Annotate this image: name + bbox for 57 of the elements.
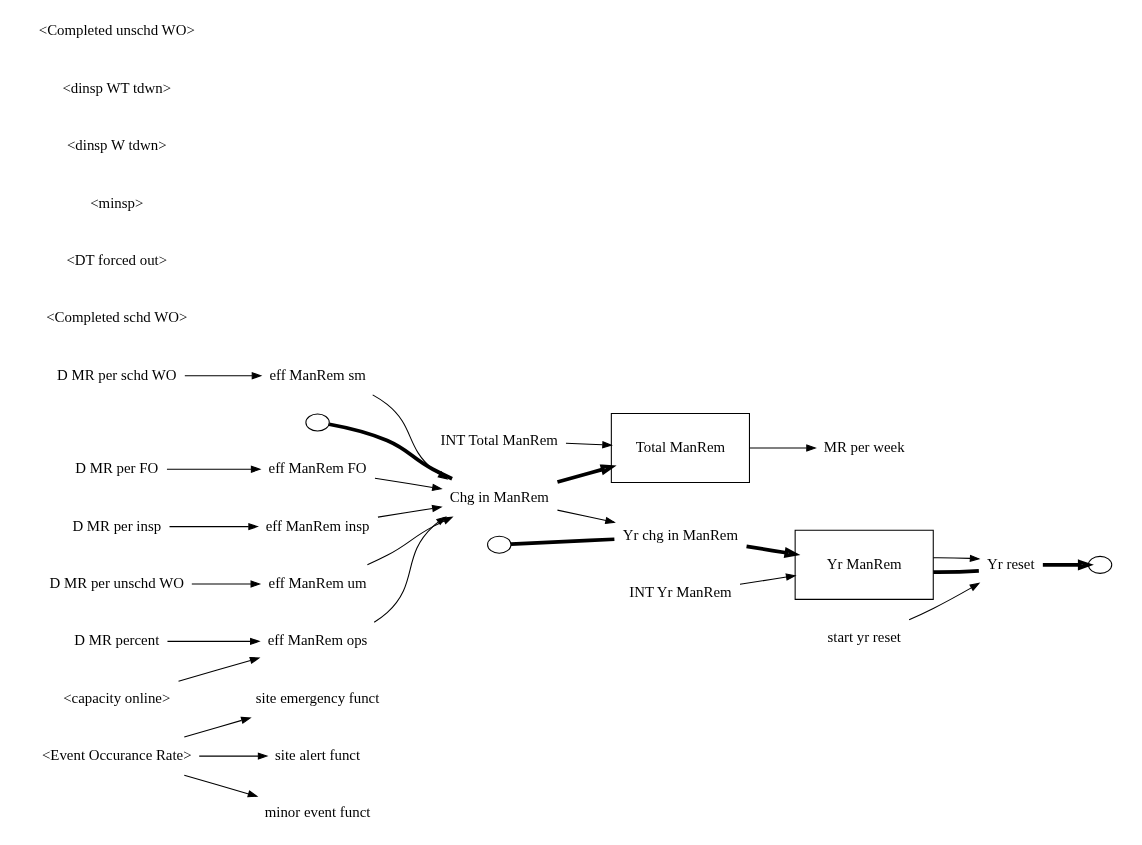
node-cloud <box>1087 555 1112 574</box>
node-text: D MR per insp <box>71 517 161 534</box>
node-text: <Event Occurance Rate> <box>41 747 192 764</box>
node-box: Total ManRem <box>610 412 750 484</box>
arrow <box>198 752 268 760</box>
node-text: start yr reset <box>826 629 901 646</box>
arrow <box>738 573 797 585</box>
arrow <box>556 509 616 525</box>
node-text: minor event funct <box>264 804 370 821</box>
arrow <box>745 544 800 558</box>
node-text: <capacity online> <box>62 689 170 706</box>
node-text: D MR per FO <box>74 460 158 477</box>
arrow <box>183 774 258 798</box>
arrow <box>183 372 262 380</box>
node-text: <Completed schd WO> <box>45 309 187 326</box>
node-text: <dinsp WT tdwn> <box>61 79 171 96</box>
node-text: D MR percent <box>73 632 159 649</box>
node-text: <DT forced out> <box>65 251 167 268</box>
arrow <box>908 582 980 621</box>
node-cloud <box>486 535 511 554</box>
arrow <box>376 504 443 518</box>
node-text: Yr chg in ManRem <box>622 527 738 544</box>
node-text: INT Total ManRem <box>440 431 558 448</box>
node-text: eff ManRem sm <box>268 366 366 383</box>
node-text: site emergency funct <box>255 689 379 706</box>
connector <box>932 569 979 574</box>
arrow <box>190 580 261 588</box>
node-text: Chg in ManRem <box>449 488 549 505</box>
arrow <box>556 464 617 484</box>
arrow <box>168 522 259 531</box>
node-cloud <box>304 413 330 432</box>
arrow <box>748 444 817 452</box>
node-box: Yr ManRem <box>794 529 934 600</box>
arrow <box>166 637 261 646</box>
node-text: D MR per unschd WO <box>49 574 184 591</box>
node-text: <dinsp W tdwn> <box>66 137 167 154</box>
arrow <box>366 516 454 566</box>
node-text: INT Yr ManRem <box>628 584 732 601</box>
node-text: D MR per schd WO <box>56 366 176 383</box>
arrow <box>165 465 261 473</box>
node-text: MR per week <box>823 438 905 455</box>
node-text: <minsp> <box>89 194 143 211</box>
arrow <box>183 716 252 738</box>
arrow <box>932 554 980 563</box>
node-text: site alert funct <box>274 747 360 764</box>
node-text: Yr reset <box>986 555 1035 572</box>
node-text: <Completed unschd WO> <box>38 22 195 39</box>
node-text: eff ManRem ops <box>267 632 367 649</box>
node-text: eff ManRem um <box>268 574 367 591</box>
connector <box>510 537 614 547</box>
arrow <box>373 516 447 623</box>
arrow <box>177 656 260 682</box>
arrow <box>564 441 613 449</box>
arrow <box>1042 559 1094 571</box>
node-text: eff ManRem FO <box>268 460 367 477</box>
arrow <box>373 477 443 492</box>
node-text: eff ManRem insp <box>265 517 369 534</box>
